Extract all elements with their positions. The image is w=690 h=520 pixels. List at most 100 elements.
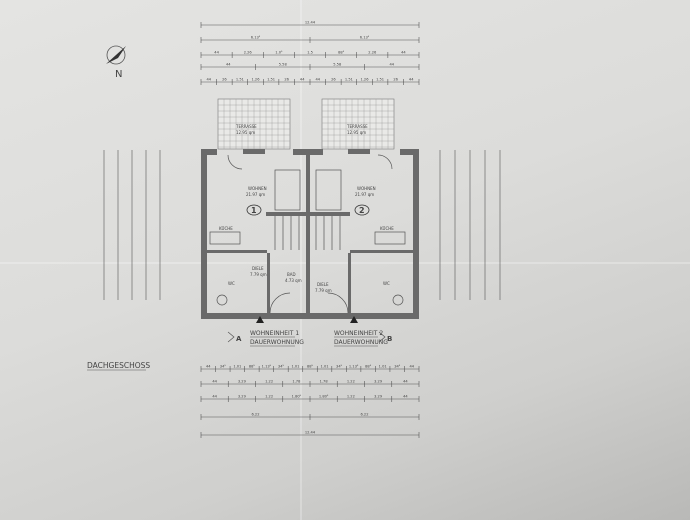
dimension-value: 44 [214,51,219,55]
dimension-value: 44 [389,63,394,67]
dimension-value: 1.22 [347,380,355,384]
terrace-area-1: 12.95 qm [236,130,255,135]
interior-details [209,154,406,314]
hall-label-2: DIELE [317,282,329,287]
hall-area-1: 7.79 qm [250,272,267,277]
dimension-value: 5.58 [279,63,288,67]
dimension-value: 2.26 [244,51,253,55]
unit-type-2: DAUERWOHNUNG [334,339,388,346]
dimension-value: 44 [206,78,211,82]
unit-name-1: WOHNEINHEIT 1 [250,330,299,337]
dimension-value: 1.13⁵ [262,365,272,369]
dimension-value: 5.58 [333,63,342,67]
dimension-value: 44 [409,365,414,369]
dimension-value: 3.29 [374,380,383,384]
section-mark-b: B [387,335,392,343]
dimension-value: 44 [315,78,320,82]
dimension-value: 1.01 [291,365,299,369]
dimension-value: 1.01 [379,365,387,369]
dimension-value: 1.22 [265,380,273,384]
dimension-value: 26 [222,78,227,82]
dimension-value: 44 [212,395,217,399]
dimension-value: 1.51 [267,78,275,82]
dimension-value: 88⁵ [307,365,314,369]
paper-fold [0,262,690,264]
kitchen-label-1: KÜCHE [219,226,233,231]
dimension-value: 26 [393,78,398,82]
living-label-2: WOHNEN [357,186,376,191]
dimension-value: 3.29 [374,395,383,399]
dimension-value: 6.13⁵ [360,36,370,40]
terrace-area-2: 12.95 qm [347,130,366,135]
entrance-arrow-icon [350,316,358,323]
dimension-value: 34⁵ [394,365,401,369]
wc-label-1: WC [228,281,235,286]
terrace-grid [217,98,395,150]
left-dimension-chain [103,150,161,300]
dimension-value: 1.01 [233,365,241,369]
dimension-value: 44 [403,380,408,384]
dimension-value: 1.0⁵ [275,51,283,55]
north-label: N [115,69,122,80]
north-arrow-icon [106,45,126,65]
dimension-value: 6.22 [360,413,368,417]
dimension-value: 26 [284,78,289,82]
terrace-label-1: TERRASSE [235,124,257,129]
dimension-value: 44 [300,78,305,82]
dimension-value: 1.01 [321,365,329,369]
dimension-value: 88⁵ [338,51,345,55]
dimension-value: 1.51 [236,78,244,82]
dimension-value: 1.13⁵ [349,365,359,369]
unit-marker-1 [246,204,262,216]
dimension-value: 1.5 [307,51,313,55]
dimension-value: 1.78 [320,380,329,384]
dimension-value: 44 [401,51,406,55]
wc-label-2: WC [383,281,390,286]
unit-name-2: WOHNEINHEIT 2 [334,330,383,337]
bath-label-1: BAD [287,272,296,277]
dimension-value: 1.26 [251,78,260,82]
hall-area-2: 7.79 qm [315,288,332,293]
dimension-value: 34⁵ [220,365,227,369]
dimension-value: 1.80⁵ [292,395,302,399]
dimension-value: 1.26 [360,78,369,82]
living-area-2: 21.97 qm [355,192,374,197]
dimension-value: 1.51 [345,78,353,82]
dimension-value: 1.22 [347,395,355,399]
dimension-value: 44 [212,380,217,384]
terrace-label-2: TERRASSE [346,124,368,129]
unit-number-2: 2 [359,206,365,215]
living-label-1: WOHNEN [248,186,267,191]
dimension-value: 44 [206,365,211,369]
top-dimension-chain: 12.44 6.13⁵ 6.13⁵ 44 2.26 1.0⁵ 1.5 88⁵ 2.26 44 44 5… [200,21,420,85]
dimension-value: 26 [331,78,336,82]
dimension-value: 12.44 [305,21,316,25]
hall-label-1: DIELE [252,266,264,271]
dimension-value: 3.29 [238,380,247,384]
dimension-value: 12.44 [305,431,316,435]
dimension-value: 2.26 [368,51,377,55]
living-area-1: 21.97 qm [246,192,265,197]
section-mark-a: A [236,335,242,343]
walls [201,149,419,319]
dimension-value: 34⁵ [278,365,285,369]
dimension-value: 34⁵ [336,365,343,369]
paper-fold [300,0,302,520]
kitchen-label-2: KÜCHE [380,226,394,231]
unit-marker-2 [354,204,370,216]
dimension-value: 6.13⁵ [251,36,261,40]
floor-title: DACHGESCHOSS [87,361,150,370]
dimension-value: 44 [409,78,414,82]
dimension-value: 88⁵ [249,365,256,369]
dimension-value: 44 [226,63,231,67]
dimension-value: 1.22 [265,395,273,399]
right-dimension-chain [439,150,501,300]
dimension-value: 3.29 [238,395,247,399]
unit-number-1: 1 [251,206,257,215]
dimension-value: 44 [403,395,408,399]
dimension-value: 1.51 [376,78,384,82]
dimension-value: 1.80⁵ [319,395,329,399]
bath-area-1: 4.73 qm [285,278,302,283]
